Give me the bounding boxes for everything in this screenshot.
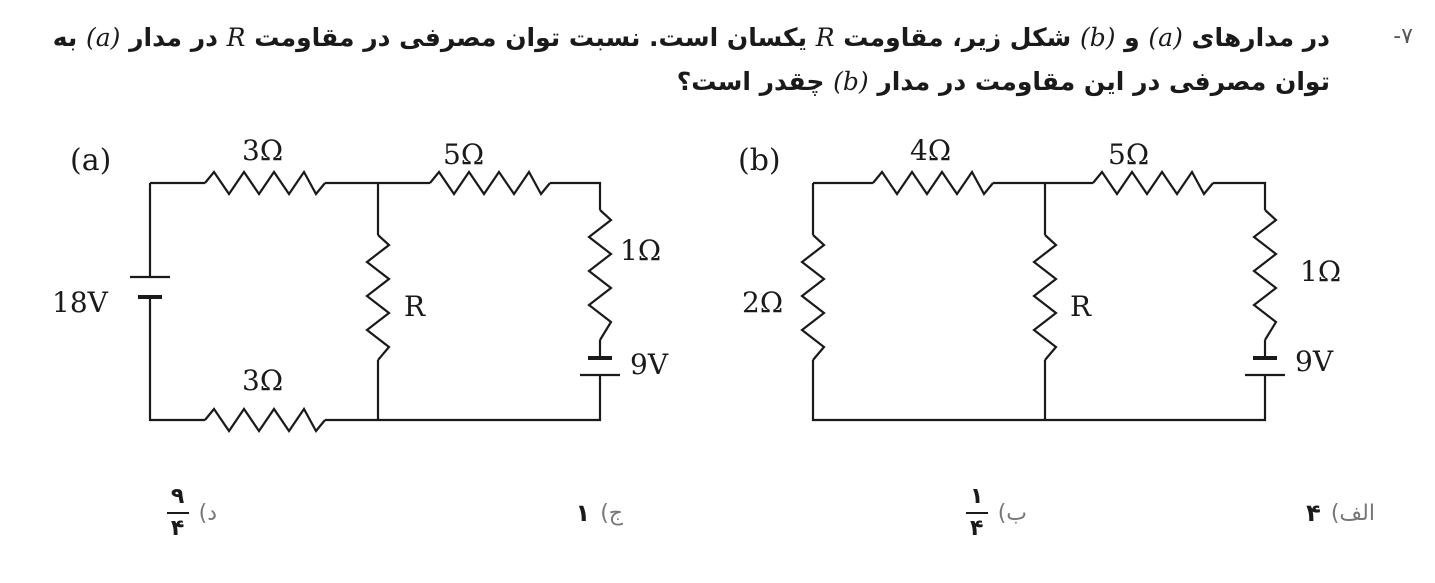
question-segment: در مدار — [120, 23, 227, 52]
fraction-numerator: ۹ — [170, 484, 185, 509]
resistor-b-top-left — [872, 169, 994, 196]
question-number: -۷ — [1393, 24, 1413, 49]
question-segment: به توان مصرفی در این مقاومت در مدار — [52, 23, 1330, 96]
option-be[interactable]: ب) ۱ ۴ — [965, 478, 1027, 548]
resistor-a-right — [587, 209, 613, 341]
label-b-right: 1Ω — [1300, 255, 1341, 288]
label-b-battery-right: 9V — [1295, 345, 1334, 378]
question-segment: و — [1115, 23, 1149, 52]
resistor-a-top-left — [204, 169, 326, 196]
math-var-r: R — [226, 23, 246, 52]
math-var-b: (b) — [833, 67, 869, 96]
resistor-a-top-right — [429, 169, 551, 196]
resistor-b-left — [800, 234, 826, 361]
circuit-a-wires — [148, 181, 602, 422]
battery-b-right — [1245, 356, 1285, 377]
option-label: ج) — [600, 500, 623, 526]
label-a-top-left: 3Ω — [242, 134, 283, 167]
math-var-a: (a) — [86, 23, 121, 52]
option-label: ب) — [997, 500, 1027, 526]
label-b-left: 2Ω — [742, 286, 783, 319]
fraction-denominator: ۴ — [170, 516, 185, 541]
question-segment: شکل زیر، مقاومت — [834, 23, 1080, 52]
option-value: ۱ — [575, 499, 591, 527]
question-segment: یکسان است. نسبت توان مصرفی در مقاومت — [245, 23, 816, 52]
math-var-r: R — [815, 23, 835, 52]
fraction-bar — [166, 512, 189, 514]
label-a-bottom: 3Ω — [242, 364, 283, 397]
label-b-top-left: 4Ω — [910, 134, 951, 167]
math-var-b: (b) — [1079, 23, 1116, 52]
fraction-denominator: ۴ — [969, 516, 984, 541]
question-text: در مدارهای (a) و (b) شکل زیر، مقاومت R ی… — [20, 16, 1330, 104]
resistor-a-bottom — [204, 406, 326, 433]
option-fraction: ۹ ۴ — [166, 484, 189, 542]
label-a-middle: R — [404, 290, 426, 323]
option-dal[interactable]: د) ۹ ۴ — [166, 478, 217, 548]
label-a-right: 1Ω — [620, 234, 661, 267]
option-label: الف) — [1330, 500, 1375, 526]
label-b-middle: R — [1070, 290, 1092, 323]
option-alef[interactable]: الف) ۴ — [1306, 478, 1375, 548]
label-a-top-right: 5Ω — [443, 138, 484, 171]
label-a-battery-left: 18V — [52, 286, 109, 319]
option-label: د) — [198, 500, 217, 526]
option-fraction: ۱ ۴ — [965, 484, 988, 542]
resistor-b-top-right — [1092, 169, 1214, 196]
resistor-b-middle — [1032, 234, 1058, 361]
circuit-a-tag: (a) — [70, 143, 111, 178]
question-segment: چقدر است؟ — [676, 67, 834, 96]
fraction-bar — [965, 512, 988, 514]
math-var-a: (a) — [1148, 23, 1183, 52]
circuit-b-tag: (b) — [738, 143, 781, 178]
battery-a-left — [130, 275, 170, 299]
circuit-b-wires — [811, 181, 1267, 422]
label-b-top-right: 5Ω — [1108, 138, 1149, 171]
battery-a-right — [580, 356, 620, 377]
label-a-battery-right: 9V — [630, 348, 669, 381]
question-segment: در مدارهای — [1182, 23, 1330, 52]
option-value: ۴ — [1306, 499, 1321, 527]
fraction-numerator: ۱ — [969, 484, 984, 509]
resistor-b-right — [1252, 209, 1278, 341]
option-jim[interactable]: ج) ۱ — [576, 478, 623, 548]
resistor-a-middle — [365, 234, 391, 361]
